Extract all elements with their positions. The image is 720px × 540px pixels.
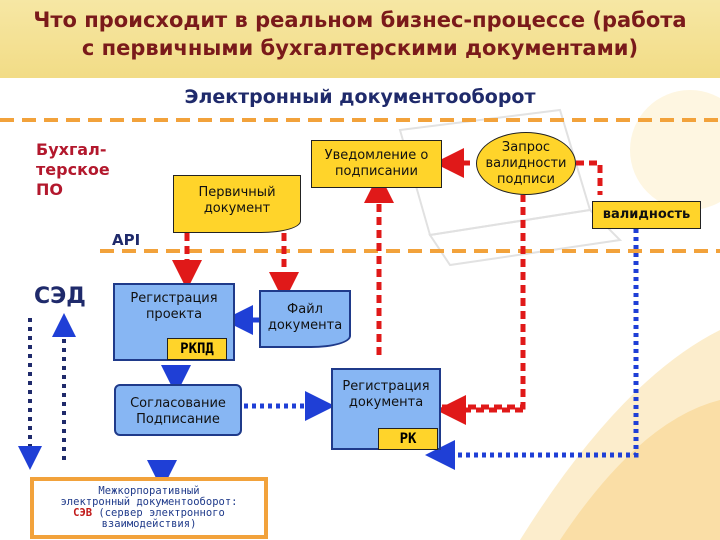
arrow-validity-loop <box>576 160 603 195</box>
approval-signing-node: Согласование Подписание <box>114 384 242 436</box>
doc-file-line-2: документа <box>267 318 343 333</box>
buh-po-label: Бухгал- терское ПО <box>36 140 110 200</box>
validity-node: валидность <box>592 201 701 229</box>
project-reg-line-1: Регистрация <box>130 291 218 306</box>
title-line-2: с первичными бухгалтерскими документами) <box>81 36 639 60</box>
sev-line-2: электронный документооборот: <box>60 496 238 508</box>
project-reg-line-2: проекта <box>145 307 203 322</box>
sev-line-1: Межкорпоративный <box>98 485 200 497</box>
title-line-1: Что происходит в реальном бизнес-процесс… <box>33 8 687 32</box>
buh-po-line-3: ПО <box>36 180 63 199</box>
notification-node: Уведомление о подписании <box>311 140 442 188</box>
arrow-registration-to-validity <box>442 195 526 410</box>
api-label: API <box>112 231 141 249</box>
page-subtitle: Электронный документооборот <box>184 86 536 108</box>
doc-file-line-1: Файл <box>287 302 323 317</box>
validity-request-line-2: валидности <box>485 156 567 171</box>
sed-label: СЭД <box>34 284 86 309</box>
approval-line-1: Согласование <box>130 396 226 411</box>
doc-reg-line-2: документа <box>348 395 424 410</box>
buh-po-line-1: Бухгал- <box>36 140 107 159</box>
sev-line-3-rest: (сервер электронного <box>92 507 225 519</box>
document-file-node: Файл документа <box>259 290 351 348</box>
primary-doc-line-1: Первичный <box>198 185 276 200</box>
rkpd-badge: РКПД <box>167 338 227 360</box>
validity-request-line-3: подписи <box>497 172 555 187</box>
sev-abbr: СЭВ <box>73 507 93 519</box>
title-bar <box>0 0 720 78</box>
sev-line-4: взаимодействия) <box>101 518 197 530</box>
primary-document-node: Первичный документ <box>173 175 301 233</box>
sev-line-3: СЭВ (сервер электронного <box>34 508 264 519</box>
buh-po-line-2: терское <box>36 160 110 179</box>
approval-line-2: Подписание <box>136 412 220 427</box>
primary-doc-line-2: документ <box>203 201 271 216</box>
validity-request-line-1: Запрос <box>501 140 551 155</box>
arrow-validity-to-rk <box>425 229 639 470</box>
notification-line-2: подписании <box>335 164 418 179</box>
doc-reg-line-1: Регистрация <box>342 379 430 394</box>
validity-request-node: Запрос валидности подписи <box>476 132 576 195</box>
notification-line-1: Уведомление о <box>324 148 429 163</box>
sev-box: Межкорпоративный электронный документооб… <box>30 477 268 539</box>
page-title: Что происходит в реальном бизнес-процесс… <box>0 6 720 62</box>
rk-badge: РК <box>378 428 438 450</box>
